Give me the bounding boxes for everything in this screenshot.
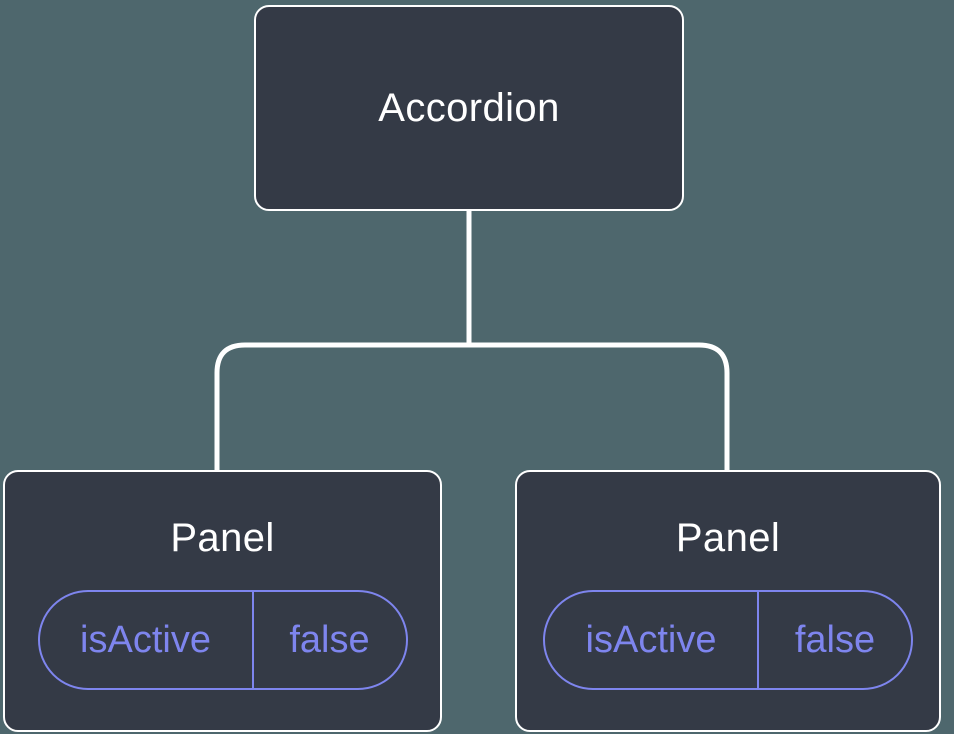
state-pill: isActive false xyxy=(37,590,408,690)
state-value-label: false xyxy=(794,619,876,661)
node-panel-left: Panel isActive false xyxy=(3,470,442,732)
pill-divider xyxy=(251,592,254,688)
node-accordion: Accordion xyxy=(254,5,684,211)
connector-branch-bracket xyxy=(214,342,730,473)
pill-divider xyxy=(757,592,759,688)
state-pill: isActive false xyxy=(543,590,913,690)
state-key-label: isActive xyxy=(585,619,717,661)
node-panel-right: Panel isActive false xyxy=(515,470,941,732)
state-key-label: isActive xyxy=(80,619,211,661)
panel-label: Panel xyxy=(675,516,781,560)
panel-label: Panel xyxy=(170,516,275,560)
state-value-label: false xyxy=(289,619,370,661)
accordion-label: Accordion xyxy=(378,86,560,130)
